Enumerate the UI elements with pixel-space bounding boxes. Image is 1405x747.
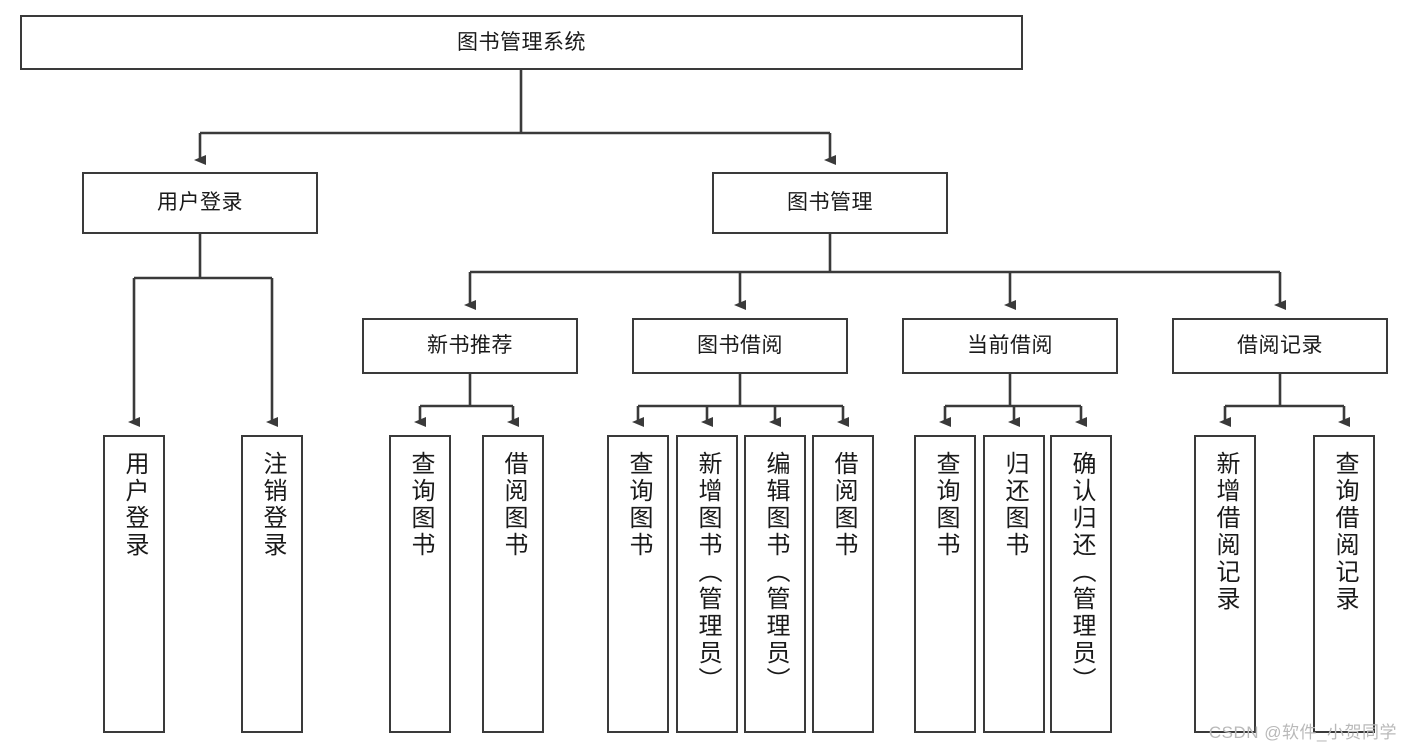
node-user-login-label: 用户登录 — [157, 191, 243, 215]
node-leaf-current-query-book[interactable]: 查询图书 — [914, 435, 976, 733]
node-leaf-user-logout-label: 注销登录 — [259, 451, 286, 559]
node-leaf-borrow-add-book-label: 新增图书（管理员） — [694, 451, 721, 694]
node-book-borrow-label: 图书借阅 — [697, 334, 783, 358]
node-borrow-record-label: 借阅记录 — [1237, 334, 1323, 358]
node-leaf-user-logout[interactable]: 注销登录 — [241, 435, 303, 733]
node-leaf-rec-query-book[interactable]: 查询图书 — [389, 435, 451, 733]
node-leaf-current-confirm-return-label: 确认归还（管理员） — [1068, 451, 1095, 694]
node-book-manage-label: 图书管理 — [787, 191, 873, 215]
node-leaf-borrow-add-book[interactable]: 新增图书（管理员） — [676, 435, 738, 733]
node-leaf-current-query-book-label: 查询图书 — [932, 451, 959, 559]
node-leaf-current-confirm-return[interactable]: 确认归还（管理员） — [1050, 435, 1112, 733]
node-book-borrow[interactable]: 图书借阅 — [632, 318, 848, 374]
node-leaf-borrow-query-book-label: 查询图书 — [625, 451, 652, 559]
node-leaf-record-add-label: 新增借阅记录 — [1212, 451, 1239, 613]
node-root[interactable]: 图书管理系统 — [20, 15, 1023, 70]
node-leaf-user-login[interactable]: 用户登录 — [103, 435, 165, 733]
watermark-text: CSDN @软件_小贺同学 — [1208, 723, 1397, 742]
node-leaf-user-login-label: 用户登录 — [121, 451, 148, 559]
node-new-book-rec[interactable]: 新书推荐 — [362, 318, 578, 374]
node-leaf-rec-query-book-label: 查询图书 — [407, 451, 434, 559]
node-current-borrow[interactable]: 当前借阅 — [902, 318, 1118, 374]
node-leaf-borrow-edit-book[interactable]: 编辑图书（管理员） — [744, 435, 806, 733]
node-user-login[interactable]: 用户登录 — [82, 172, 318, 234]
node-leaf-rec-borrow-book[interactable]: 借阅图书 — [482, 435, 544, 733]
node-book-manage[interactable]: 图书管理 — [712, 172, 948, 234]
node-leaf-current-return-book[interactable]: 归还图书 — [983, 435, 1045, 733]
node-leaf-borrow-query-book[interactable]: 查询图书 — [607, 435, 669, 733]
node-root-label: 图书管理系统 — [457, 30, 586, 54]
node-leaf-borrow-edit-book-label: 编辑图书（管理员） — [762, 451, 789, 694]
node-leaf-record-query-label: 查询借阅记录 — [1331, 451, 1358, 613]
node-leaf-current-return-book-label: 归还图书 — [1001, 451, 1028, 559]
node-current-borrow-label: 当前借阅 — [967, 334, 1053, 358]
node-leaf-borrow-lend-book[interactable]: 借阅图书 — [812, 435, 874, 733]
node-borrow-record[interactable]: 借阅记录 — [1172, 318, 1388, 374]
node-leaf-record-add[interactable]: 新增借阅记录 — [1194, 435, 1256, 733]
node-leaf-borrow-lend-book-label: 借阅图书 — [830, 451, 857, 559]
node-leaf-record-query[interactable]: 查询借阅记录 — [1313, 435, 1375, 733]
node-new-book-rec-label: 新书推荐 — [427, 334, 513, 358]
node-leaf-rec-borrow-book-label: 借阅图书 — [500, 451, 527, 559]
